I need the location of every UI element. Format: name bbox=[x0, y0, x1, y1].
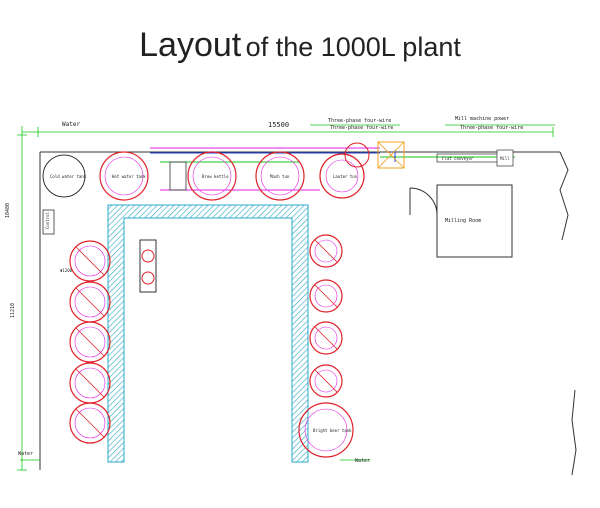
power-label-1: Three-phase four-wire bbox=[328, 118, 391, 124]
tank-b-label: Brew kettle bbox=[202, 174, 229, 179]
title-rest: of the 1000L plant bbox=[245, 32, 461, 62]
cold-water-label: Cold water tank bbox=[50, 174, 87, 179]
control-box: Control bbox=[42, 209, 55, 235]
dim-top-label: 15500 bbox=[268, 121, 289, 129]
water-bottom-right-label: Water bbox=[355, 458, 370, 464]
dim-left2-label: 11210 bbox=[10, 303, 16, 318]
hot-water-tank: Hot water tank bbox=[99, 151, 149, 201]
title-main: Layout bbox=[139, 26, 242, 64]
fermenter-left-5 bbox=[69, 402, 111, 444]
milling-room-label: Milling Room bbox=[445, 218, 481, 224]
water-top-label: Water bbox=[62, 121, 80, 128]
power-label-2: Three-phase four-wire bbox=[330, 125, 393, 131]
dim-left-label: 10480 bbox=[5, 203, 11, 218]
bright-beer-tank: Bright beer tank bbox=[298, 402, 354, 458]
fermenter-left-1: Φ1200 bbox=[60, 240, 111, 282]
tank-c-label: Mash tun bbox=[270, 174, 290, 179]
control-label: Control bbox=[45, 212, 50, 229]
mill-box-label: Mill bbox=[500, 156, 510, 161]
brew-kettle: Brew kettle bbox=[187, 151, 237, 201]
fermenter-right-4 bbox=[309, 364, 343, 398]
tank-e-label: Bright beer tank bbox=[313, 428, 352, 433]
fermenter-left-2 bbox=[69, 281, 111, 323]
fermenter-left-3 bbox=[69, 321, 111, 363]
fv-dim-label: Φ1200 bbox=[60, 268, 73, 273]
fermenter-right-3 bbox=[309, 321, 343, 355]
flat-conveyor: Flat conveyor Mill bbox=[436, 149, 514, 167]
cold-water-tank: Cold water tank bbox=[42, 154, 87, 198]
mill-power-label-2: Three-phase four-wire bbox=[460, 125, 523, 131]
mill-power-label: Mill machine power bbox=[455, 116, 509, 122]
fermenter-right-2 bbox=[309, 279, 343, 313]
pump-skid bbox=[169, 161, 187, 191]
fermenter-right-1 bbox=[309, 234, 343, 268]
flat-conveyor-label: Flat conveyor bbox=[442, 156, 474, 161]
tank-a-label: Hot water tank bbox=[112, 174, 146, 179]
mash-tun: Mash tun bbox=[255, 151, 305, 201]
u-wall bbox=[107, 204, 309, 463]
tank-d-label: Lauter tun bbox=[333, 174, 358, 179]
milling-room: Milling Room bbox=[436, 184, 513, 258]
lauter-tun: Lauter tun bbox=[319, 153, 365, 199]
water-bottom-left-label: Water bbox=[18, 451, 33, 457]
cip-cart bbox=[139, 239, 157, 293]
fermenter-left-4 bbox=[69, 362, 111, 404]
grist-hopper bbox=[344, 141, 405, 169]
slide-title: Layout of the 1000L plant bbox=[0, 26, 600, 65]
dimension-lines bbox=[17, 124, 555, 471]
